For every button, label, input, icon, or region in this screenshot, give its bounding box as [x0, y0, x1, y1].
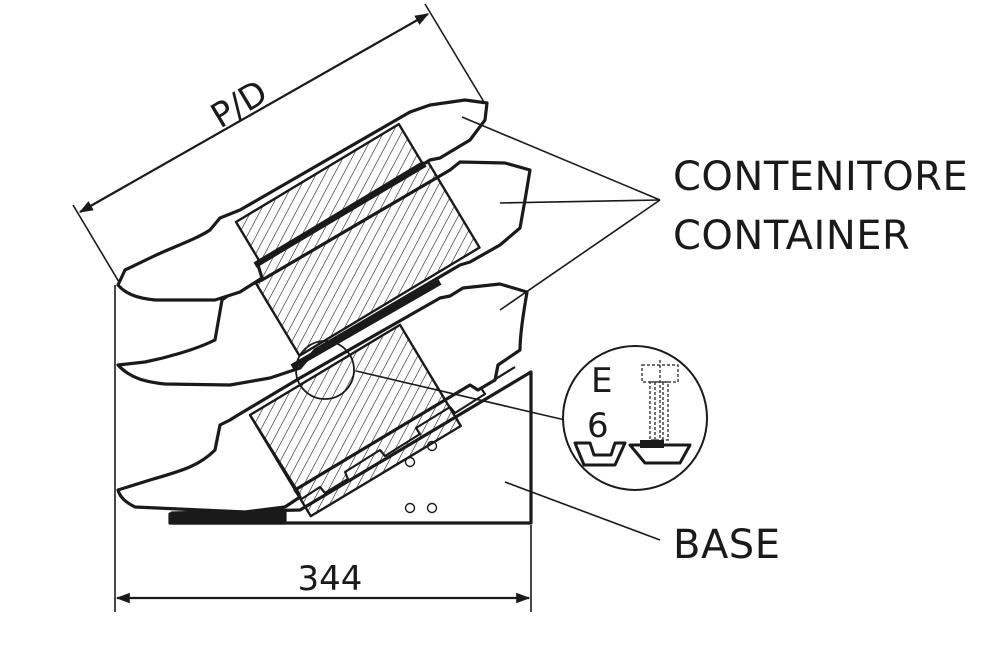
- extension-line-top-left: [72, 204, 123, 288]
- container-top: [116, 98, 489, 302]
- leader-lines: [355, 116, 661, 541]
- leader-container-2: [499, 199, 661, 204]
- dimension-label-bottom: 344: [298, 559, 363, 599]
- detail-letter: E: [591, 361, 612, 401]
- leader-detail: [355, 370, 566, 421]
- dimension-bottom: [114, 285, 532, 612]
- label-base: BASE: [673, 522, 780, 568]
- detail-profile-left: [573, 441, 627, 467]
- container-bottom-inner-edge: [248, 414, 302, 496]
- leader-container-3: [499, 199, 661, 311]
- container-middle: [116, 160, 532, 387]
- label-container: CONTAINER: [673, 213, 910, 259]
- leader-base: [504, 481, 661, 541]
- detail-nut: [640, 440, 664, 448]
- detail-callout: E 6: [562, 345, 708, 491]
- container-bottom: [116, 282, 529, 518]
- detail-profile-right: [628, 443, 692, 465]
- container-middle-divider: [290, 279, 442, 370]
- leader-container-1: [461, 116, 661, 201]
- container-top-divider: [253, 161, 427, 268]
- dimension-label-top: P/D: [204, 72, 274, 136]
- detail-number: 6: [587, 406, 609, 446]
- extension-line-top-right: [424, 3, 488, 108]
- label-contenitore: CONTENITORE: [673, 154, 968, 200]
- detail-circle: [562, 345, 708, 491]
- dimension-line-top: [78, 13, 430, 213]
- dimension-top: [72, 3, 488, 288]
- detail-source-circle: [295, 340, 355, 400]
